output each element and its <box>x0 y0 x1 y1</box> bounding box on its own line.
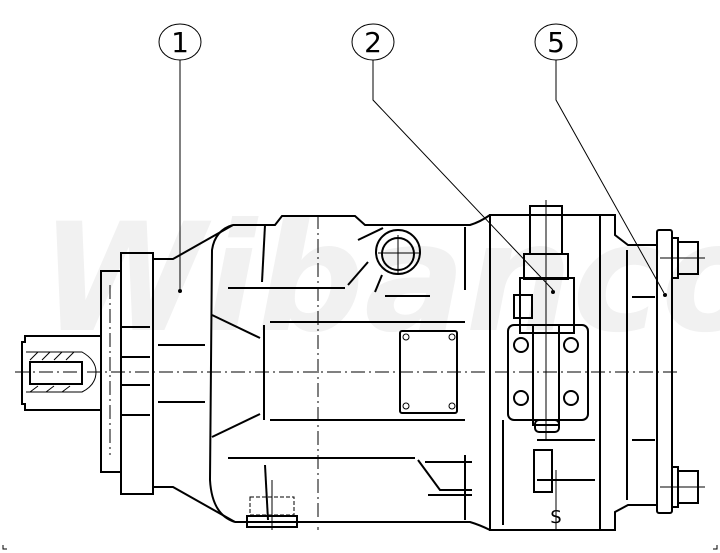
end-cover <box>600 214 673 531</box>
bolt-bottom <box>660 466 705 508</box>
callout-1: 1 <box>158 23 202 293</box>
frame-corner-mark <box>713 545 718 550</box>
callout-5-number: 5 <box>547 26 565 59</box>
housing-lower-details <box>417 459 472 496</box>
callout-2-number: 2 <box>364 26 382 59</box>
bolt-top <box>660 237 705 279</box>
port-label-s: S <box>550 507 561 528</box>
frame-corner-mark <box>2 545 7 550</box>
callout-1-number: 1 <box>171 26 189 59</box>
callout-5: 5 <box>534 23 667 297</box>
pressure-port <box>347 227 421 293</box>
drive-shaft <box>21 335 100 411</box>
callout-2: 2 <box>351 23 555 294</box>
name-plate <box>399 330 458 414</box>
control-valve: S <box>489 200 601 531</box>
drain-plug <box>246 480 298 530</box>
pump-housing <box>208 214 491 531</box>
mounting-flange <box>100 224 236 523</box>
